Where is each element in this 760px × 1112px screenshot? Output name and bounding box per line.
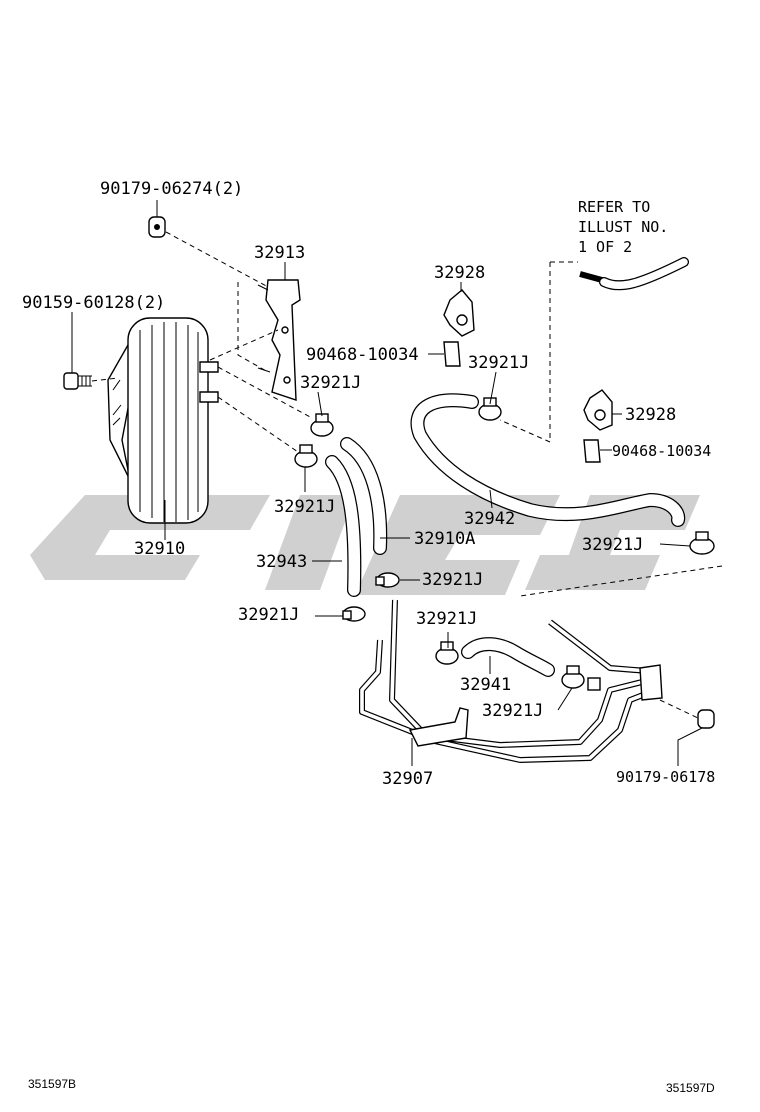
label-32928-right: 32928 bbox=[625, 405, 676, 425]
label-90468-left: 90468-10034 bbox=[306, 345, 419, 365]
label-90179-06274: 90179-06274(2) bbox=[100, 179, 243, 199]
clip-90468-right bbox=[583, 439, 601, 463]
refer-note-line1: REFER TO bbox=[578, 198, 650, 216]
clamp-32921j-center bbox=[435, 641, 459, 665]
oil-cooler-32910 bbox=[107, 317, 219, 524]
hose-32942 bbox=[410, 393, 686, 527]
refer-note-line3: 1 OF 2 bbox=[578, 238, 632, 256]
hose-32941 bbox=[461, 637, 555, 677]
clamp-32921j-lower bbox=[294, 444, 318, 468]
label-90159-60128: 90159-60128(2) bbox=[22, 293, 165, 313]
footer-right-code: 351597D bbox=[666, 1081, 715, 1095]
bolt-90159-60128 bbox=[63, 372, 119, 390]
nut-90179-06178 bbox=[659, 699, 715, 729]
clamp-32921j-bottom bbox=[561, 665, 585, 689]
label-32941: 32941 bbox=[460, 675, 511, 695]
label-32943: 32943 bbox=[256, 552, 307, 572]
label-32907: 32907 bbox=[382, 769, 433, 789]
bracket-32913 bbox=[209, 279, 301, 401]
label-32910: 32910 bbox=[134, 539, 185, 559]
refer-note-line2: ILLUST NO. bbox=[578, 218, 668, 236]
footer-left-code: 351597B bbox=[28, 1077, 76, 1091]
label-32928-top: 32928 bbox=[434, 263, 485, 283]
label-32921j-h: 32921J bbox=[482, 701, 543, 721]
label-32921j-c: 32921J bbox=[422, 570, 483, 590]
label-32921j-f: 32921J bbox=[582, 535, 643, 555]
hose-32910a bbox=[340, 437, 388, 555]
label-32921j-e: 32921J bbox=[468, 353, 529, 373]
clamp-32921j-left bbox=[342, 606, 366, 622]
leader-lines bbox=[71, 200, 703, 766]
label-32910a: 32910A bbox=[414, 529, 475, 549]
refer-note: REFER TO ILLUST NO. 1 OF 2 bbox=[578, 198, 668, 256]
clamp-32921j-upper bbox=[310, 413, 334, 437]
label-32921j-a: 32921J bbox=[300, 373, 361, 393]
hose-32943 bbox=[325, 455, 362, 597]
clamp-32928-right bbox=[583, 389, 613, 431]
clamp-32928-top bbox=[443, 289, 475, 337]
label-32942: 32942 bbox=[464, 509, 515, 529]
watermark-logo bbox=[30, 495, 700, 595]
clip-90468-left bbox=[443, 341, 461, 367]
label-90468-right: 90468-10034 bbox=[612, 442, 711, 460]
clamp-32921j-mid bbox=[375, 572, 400, 588]
pipe-32907 bbox=[359, 599, 663, 763]
label-32921j-d: 32921J bbox=[238, 605, 299, 625]
label-32913: 32913 bbox=[254, 243, 305, 263]
label-32921j-g: 32921J bbox=[416, 609, 477, 629]
label-32921j-b: 32921J bbox=[274, 497, 335, 517]
part-labels: 90179-06274(2) 32913 90159-60128(2) 3291… bbox=[22, 179, 715, 789]
hose-ref-illust bbox=[499, 257, 689, 443]
nut-90179-06274 bbox=[148, 216, 271, 289]
label-90179-06178: 90179-06178 bbox=[616, 768, 715, 786]
